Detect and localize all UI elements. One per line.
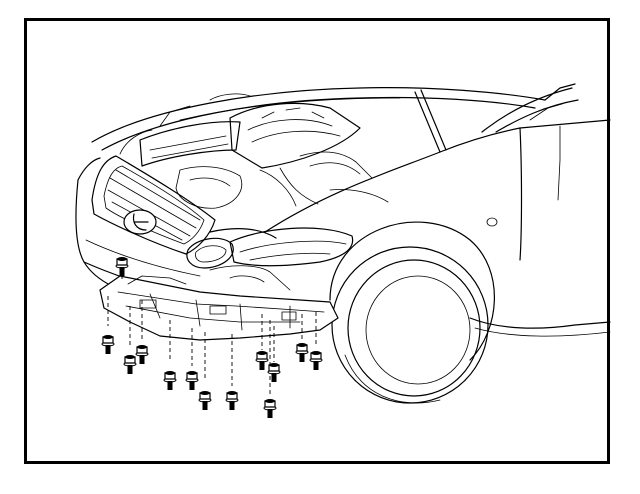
hood-support-rod (414, 89, 447, 153)
bolt-icon (163, 371, 177, 390)
bolt-set (101, 257, 323, 418)
windshield-pillar (481, 87, 579, 133)
front-wheel (329, 221, 495, 404)
bolt-icon (255, 351, 269, 370)
bolt-icon (115, 257, 129, 276)
bolt-icon (185, 371, 199, 390)
bolt-icon (198, 391, 212, 410)
front-grille (91, 155, 216, 255)
engine-under-cover (99, 265, 339, 341)
bolt-icon (309, 351, 323, 370)
fog-lamp (186, 237, 234, 269)
bolt-icon (123, 355, 137, 374)
engine-compartment (119, 93, 389, 209)
bolt-icon (263, 399, 277, 418)
bolt-icon (295, 343, 309, 362)
headlamp (229, 227, 354, 267)
assembly-guide-lines (107, 268, 317, 394)
bolt-icon (267, 363, 281, 382)
bolt-icon (225, 391, 239, 410)
bolt-icon (135, 345, 149, 364)
brand-emblem-icon (123, 209, 157, 235)
bolt-icon (101, 335, 115, 354)
